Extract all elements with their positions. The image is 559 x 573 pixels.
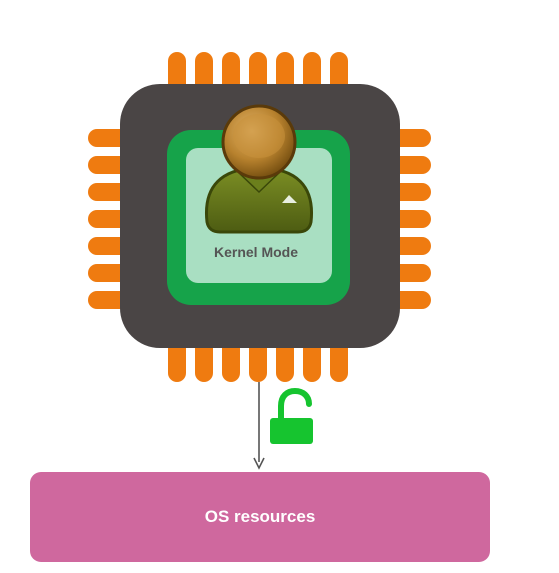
os-resources-box: OS resources bbox=[30, 472, 490, 562]
os-resources-label: OS resources bbox=[204, 507, 316, 526]
unlocked-padlock-icon bbox=[270, 387, 313, 444]
down-arrow bbox=[253, 382, 265, 470]
user-avatar-icon bbox=[204, 104, 314, 234]
kernel-mode-label: Kernel Mode bbox=[213, 244, 298, 260]
